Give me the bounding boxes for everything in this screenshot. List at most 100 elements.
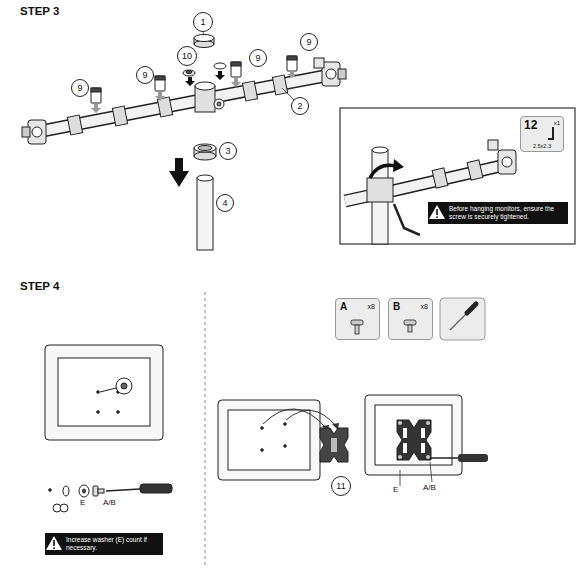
monitor-back: [375, 405, 452, 465]
insert-arrow: [231, 78, 241, 87]
monitor-clamp: [314, 58, 324, 68]
arm-bar: [42, 75, 330, 131]
arm-joint: [242, 81, 257, 101]
monitor-back: [100, 388, 116, 392]
end-cap: [231, 62, 241, 66]
center-hub: [214, 99, 224, 109]
callout-text: 9: [255, 54, 260, 63]
top-cap: [214, 63, 226, 69]
detail-inset: [367, 178, 393, 202]
hardware: [98, 489, 104, 493]
vesa-bracket: [397, 420, 431, 460]
monitor-back: [97, 391, 120, 414]
arm-joint: [67, 115, 82, 135]
collar: [194, 144, 216, 160]
down-arrow: [169, 158, 189, 187]
monitor-clamp: [28, 120, 46, 144]
arm-joint: [272, 75, 287, 95]
hardware: [106, 489, 140, 491]
end-cap: [287, 56, 297, 71]
leader-line: [203, 32, 204, 35]
callout-number: 11: [331, 476, 351, 496]
vesa-bracket: [426, 455, 430, 459]
callout-number: 9: [136, 66, 154, 84]
vesa-bracket: [421, 428, 425, 438]
callout-text: 3: [225, 147, 230, 156]
callout-text: 11: [336, 482, 345, 491]
hardware-text: x8: [368, 303, 375, 310]
monitor-back: [58, 358, 150, 426]
monitor-back: [97, 391, 100, 394]
vesa-bracket: [398, 421, 402, 425]
pole: [197, 175, 213, 250]
insert-arrow: [155, 92, 165, 101]
detail-inset: [372, 147, 388, 153]
monitor-back: [45, 345, 163, 440]
callout-number: 9: [71, 79, 89, 97]
warning-box: Before hanging monitors, ensure the scre…: [428, 202, 568, 224]
monitor-clamp: [322, 62, 340, 86]
vesa-bracket: [331, 438, 337, 452]
warning-text: Before hanging monitors, ensure the scre…: [449, 205, 564, 221]
monitor-back: [284, 445, 287, 448]
center-hub: [217, 102, 221, 106]
hardware: [79, 485, 89, 497]
arm-joint: [242, 81, 257, 101]
arm-joint: [112, 106, 127, 126]
move-arrow: [286, 410, 336, 426]
callout-number: 2: [291, 97, 309, 115]
arm-joint: [272, 75, 287, 95]
divider: [205, 292, 206, 565]
step-heading: STEP 4: [20, 281, 59, 293]
callout-text: 9: [77, 84, 82, 93]
monitor-back: [116, 378, 132, 394]
collar: [194, 144, 216, 152]
callout-text: 10: [182, 52, 192, 61]
collar: [194, 152, 216, 160]
callout-number: 3: [219, 142, 237, 160]
monitor-back: [261, 427, 264, 430]
callout-number: 9: [249, 49, 267, 67]
move-arrow: [263, 409, 336, 428]
insert-arrow: [215, 71, 225, 80]
callout-number: 9: [300, 33, 318, 51]
top-cap: [194, 35, 214, 42]
vesa-bracket: [421, 443, 425, 453]
vesa-bracket: [398, 455, 402, 459]
end-cap: [231, 62, 241, 77]
tool-box: [467, 304, 476, 313]
part-label: E: [80, 499, 85, 507]
hardware-text: B: [393, 302, 400, 312]
part-label: A/B: [103, 499, 116, 507]
hardware-text: x1: [554, 120, 560, 126]
end-cap: [287, 56, 297, 60]
detail-inset: [367, 140, 516, 244]
monitor-back: [218, 395, 462, 480]
monitor-back: [45, 345, 163, 440]
detail-inset: [340, 108, 575, 244]
arm-joint: [67, 115, 82, 135]
warning-box: Increase washer (E) count if necessary.: [45, 533, 163, 555]
detail-inset: [340, 108, 575, 244]
detail-inset: [488, 140, 498, 150]
monitor-back: [97, 411, 100, 414]
monitor-back: [121, 383, 127, 389]
monitor-clamp: [338, 69, 346, 79]
end-cap: [91, 88, 101, 103]
hardware: [60, 504, 68, 512]
hardware-text: 2.5x2.3: [521, 144, 563, 150]
insert-arrow: [287, 71, 297, 78]
monitor-back: [117, 411, 120, 414]
arm-bar: [42, 75, 330, 131]
monitor-back: [365, 395, 462, 475]
monitor-clamp: [22, 127, 30, 137]
monitor-clamp: [326, 69, 336, 79]
screwdriver: [458, 454, 488, 462]
detail-inset: [432, 168, 448, 188]
insert-arrow: [185, 71, 225, 86]
callout-number: 1: [193, 12, 213, 32]
leader-line: [203, 32, 300, 106]
monitor-back: [218, 400, 320, 480]
arm-joint: [67, 75, 287, 135]
